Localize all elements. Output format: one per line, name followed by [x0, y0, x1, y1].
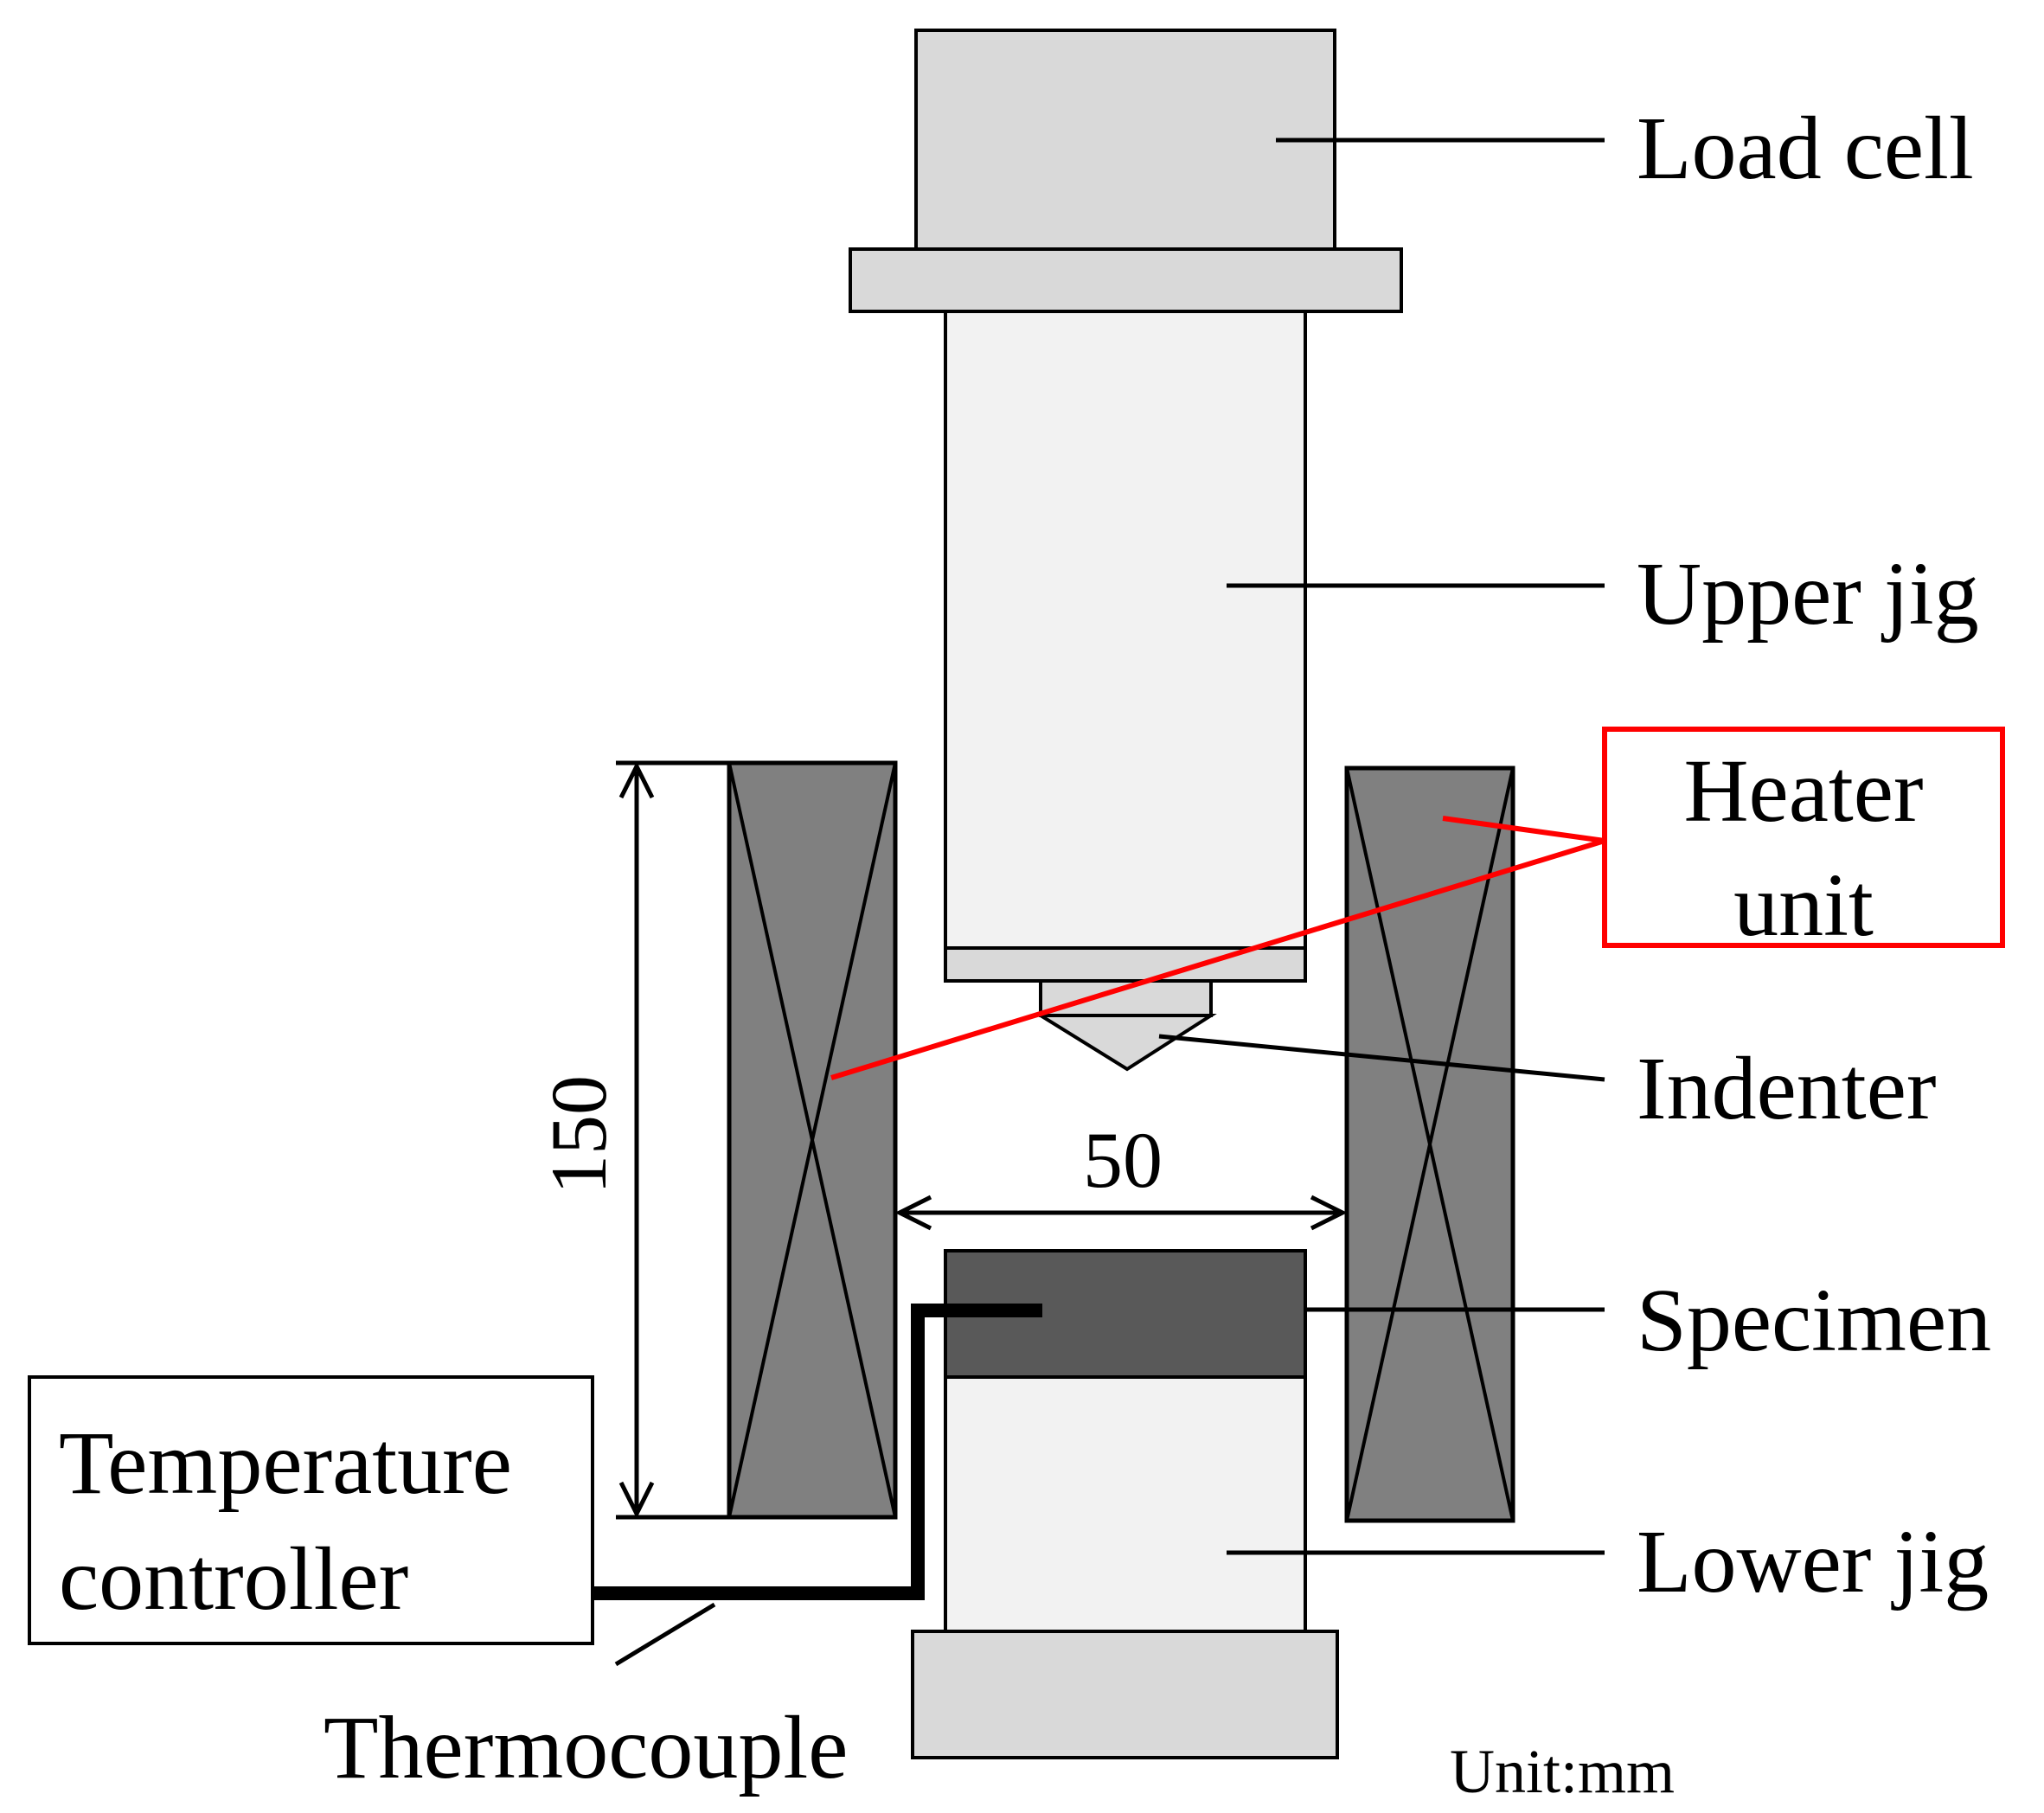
specimen-label: Specimen	[1637, 1271, 1991, 1370]
thermocouple-leader	[614, 1602, 716, 1667]
upper-jig-label: Upper jig	[1637, 544, 1979, 644]
lower-jig-base	[911, 1630, 1339, 1759]
heater-unit-label-box	[1602, 727, 2005, 948]
thermocouple-label: Thermocouple	[324, 1698, 848, 1797]
load-cell-flange	[849, 247, 1403, 313]
load-cell-body	[914, 29, 1336, 251]
upper-jig	[944, 310, 1307, 950]
indenter-tip	[1034, 1014, 1217, 1072]
upper-jig-base-plate	[944, 946, 1307, 983]
temperature-controller-box	[28, 1375, 594, 1645]
thermocouple-wire	[593, 1304, 1042, 1600]
heater-unit-right	[1344, 766, 1515, 1523]
load-cell-label: Load cell	[1637, 99, 1974, 198]
lower-jig	[944, 1375, 1307, 1633]
width-dimension-label: 50	[1083, 1116, 1163, 1204]
heater-unit-callout	[830, 727, 2005, 1080]
heater-unit-label-line2: unit	[1733, 855, 1874, 955]
heater-unit-label-line1: Heater	[1683, 741, 1923, 841]
indenter-label: Indenter	[1637, 1039, 1936, 1138]
unit-note: Unit:mm	[1450, 1737, 1675, 1806]
height-dimension-label: 150	[535, 1075, 623, 1195]
temperature-controller-label-line2: controller	[59, 1529, 408, 1629]
temperature-controller-label-line1: Temperature	[59, 1413, 512, 1513]
heater-unit-left	[727, 760, 898, 1520]
indenter-leader	[1158, 1034, 1605, 1082]
width-dimension	[894, 1195, 1348, 1231]
height-dimension	[616, 760, 729, 1520]
lower-jig-label: Lower jig	[1637, 1512, 1989, 1611]
